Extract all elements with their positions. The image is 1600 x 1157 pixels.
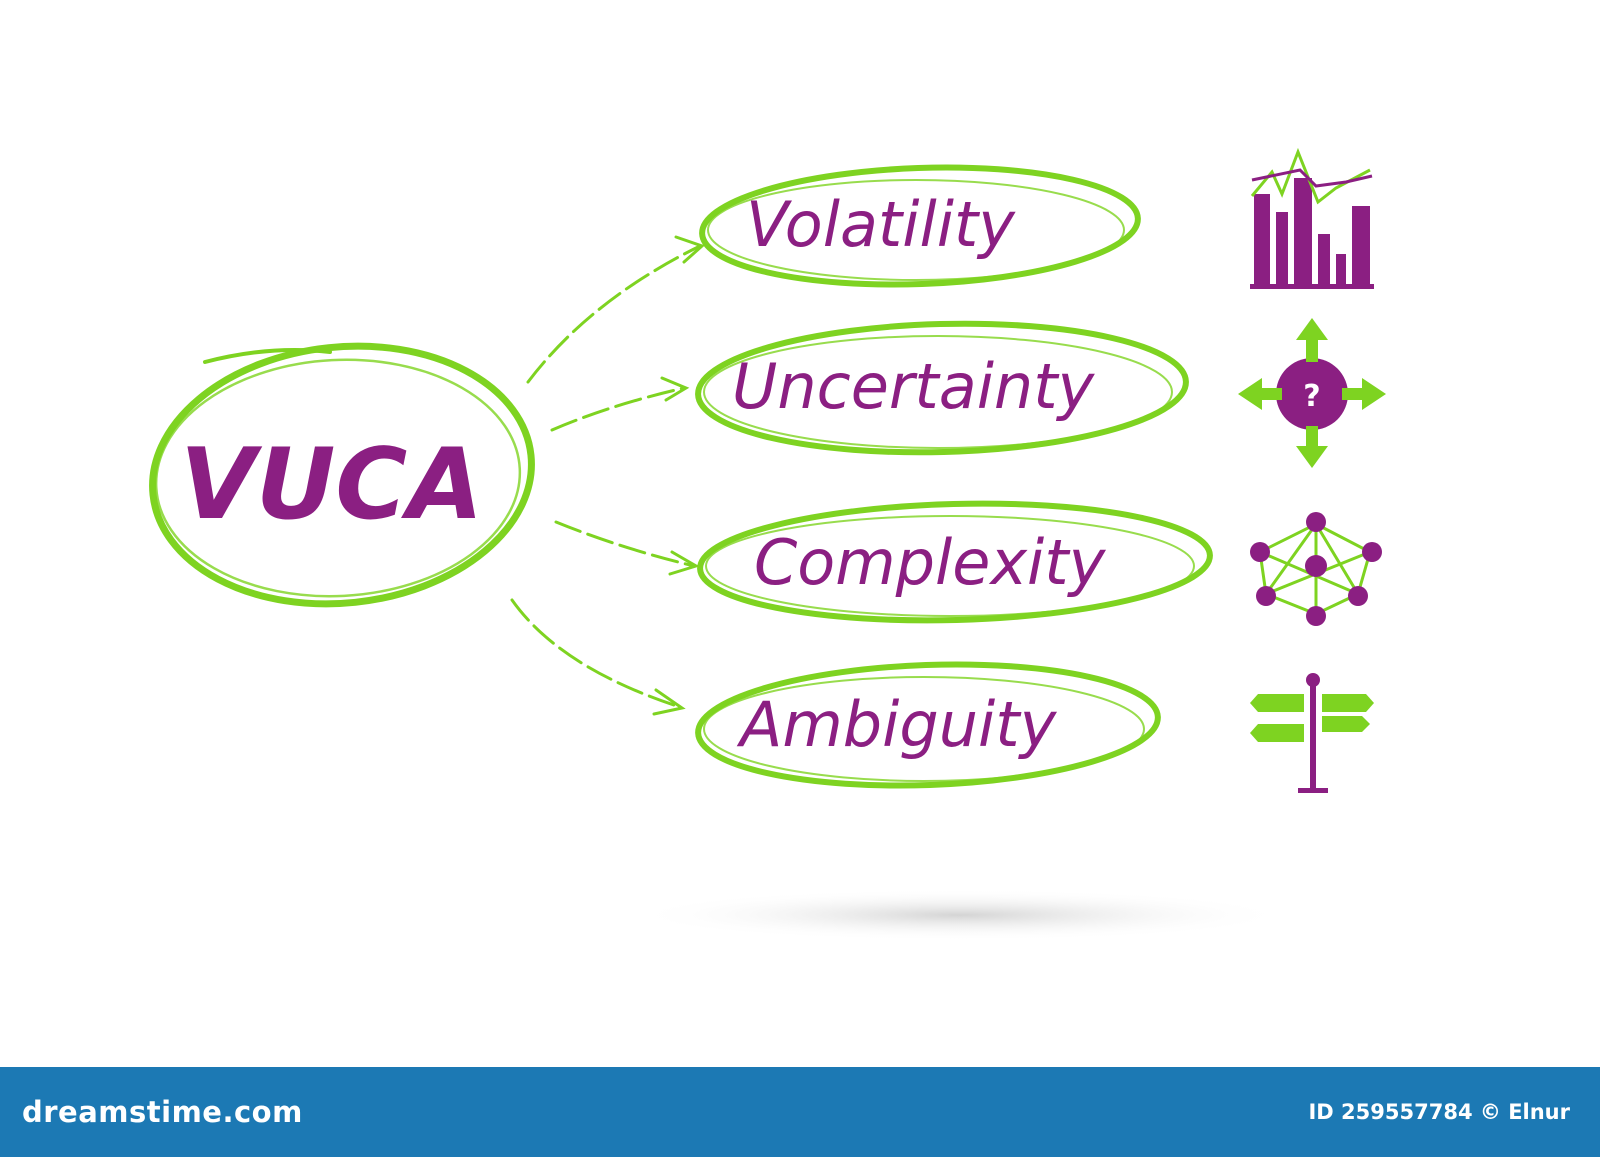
author-name[interactable]: Elnur bbox=[1508, 1100, 1570, 1124]
question-arrows-icon: ? bbox=[1238, 318, 1386, 468]
item-label-complexity: Complexity bbox=[754, 526, 1107, 599]
ellipse-volatility bbox=[699, 164, 1141, 288]
id-prefix: ID bbox=[1308, 1100, 1334, 1124]
item-label-volatility: Volatility bbox=[746, 188, 1016, 261]
signpost-icon bbox=[1250, 673, 1374, 793]
item-label-ambiguity: Ambiguity bbox=[736, 688, 1058, 761]
image-id: 259557784 bbox=[1341, 1100, 1473, 1124]
connector-arrows bbox=[510, 235, 705, 716]
network-icon bbox=[1250, 512, 1382, 626]
center-label: VUCA bbox=[180, 428, 483, 542]
ellipse-complexity bbox=[697, 500, 1213, 624]
bar-chart-icon bbox=[1250, 147, 1374, 289]
item-ellipses bbox=[695, 164, 1213, 789]
vuca-diagram: VUCA bbox=[149, 147, 1386, 941]
ellipse-ambiguity bbox=[695, 661, 1161, 789]
arrow-to-complexity bbox=[554, 520, 700, 576]
center-ellipse bbox=[149, 342, 535, 608]
brand-logo[interactable]: dreamstime.com bbox=[22, 1095, 303, 1129]
arrow-to-volatility bbox=[526, 235, 705, 384]
floor-shadow bbox=[630, 889, 1290, 941]
ellipse-uncertainty bbox=[695, 320, 1189, 456]
svg-text:?: ? bbox=[1303, 379, 1320, 414]
watermark-bar: dreamstime.com ID 259557784 © Elnur bbox=[0, 1067, 1600, 1157]
arrow-to-uncertainty bbox=[550, 376, 690, 432]
arrow-to-ambiguity bbox=[510, 598, 686, 716]
image-credit: ID 259557784 © Elnur bbox=[1308, 1100, 1570, 1124]
copyright-symbol: © bbox=[1479, 1100, 1501, 1124]
item-label-uncertainty: Uncertainty bbox=[732, 350, 1096, 423]
